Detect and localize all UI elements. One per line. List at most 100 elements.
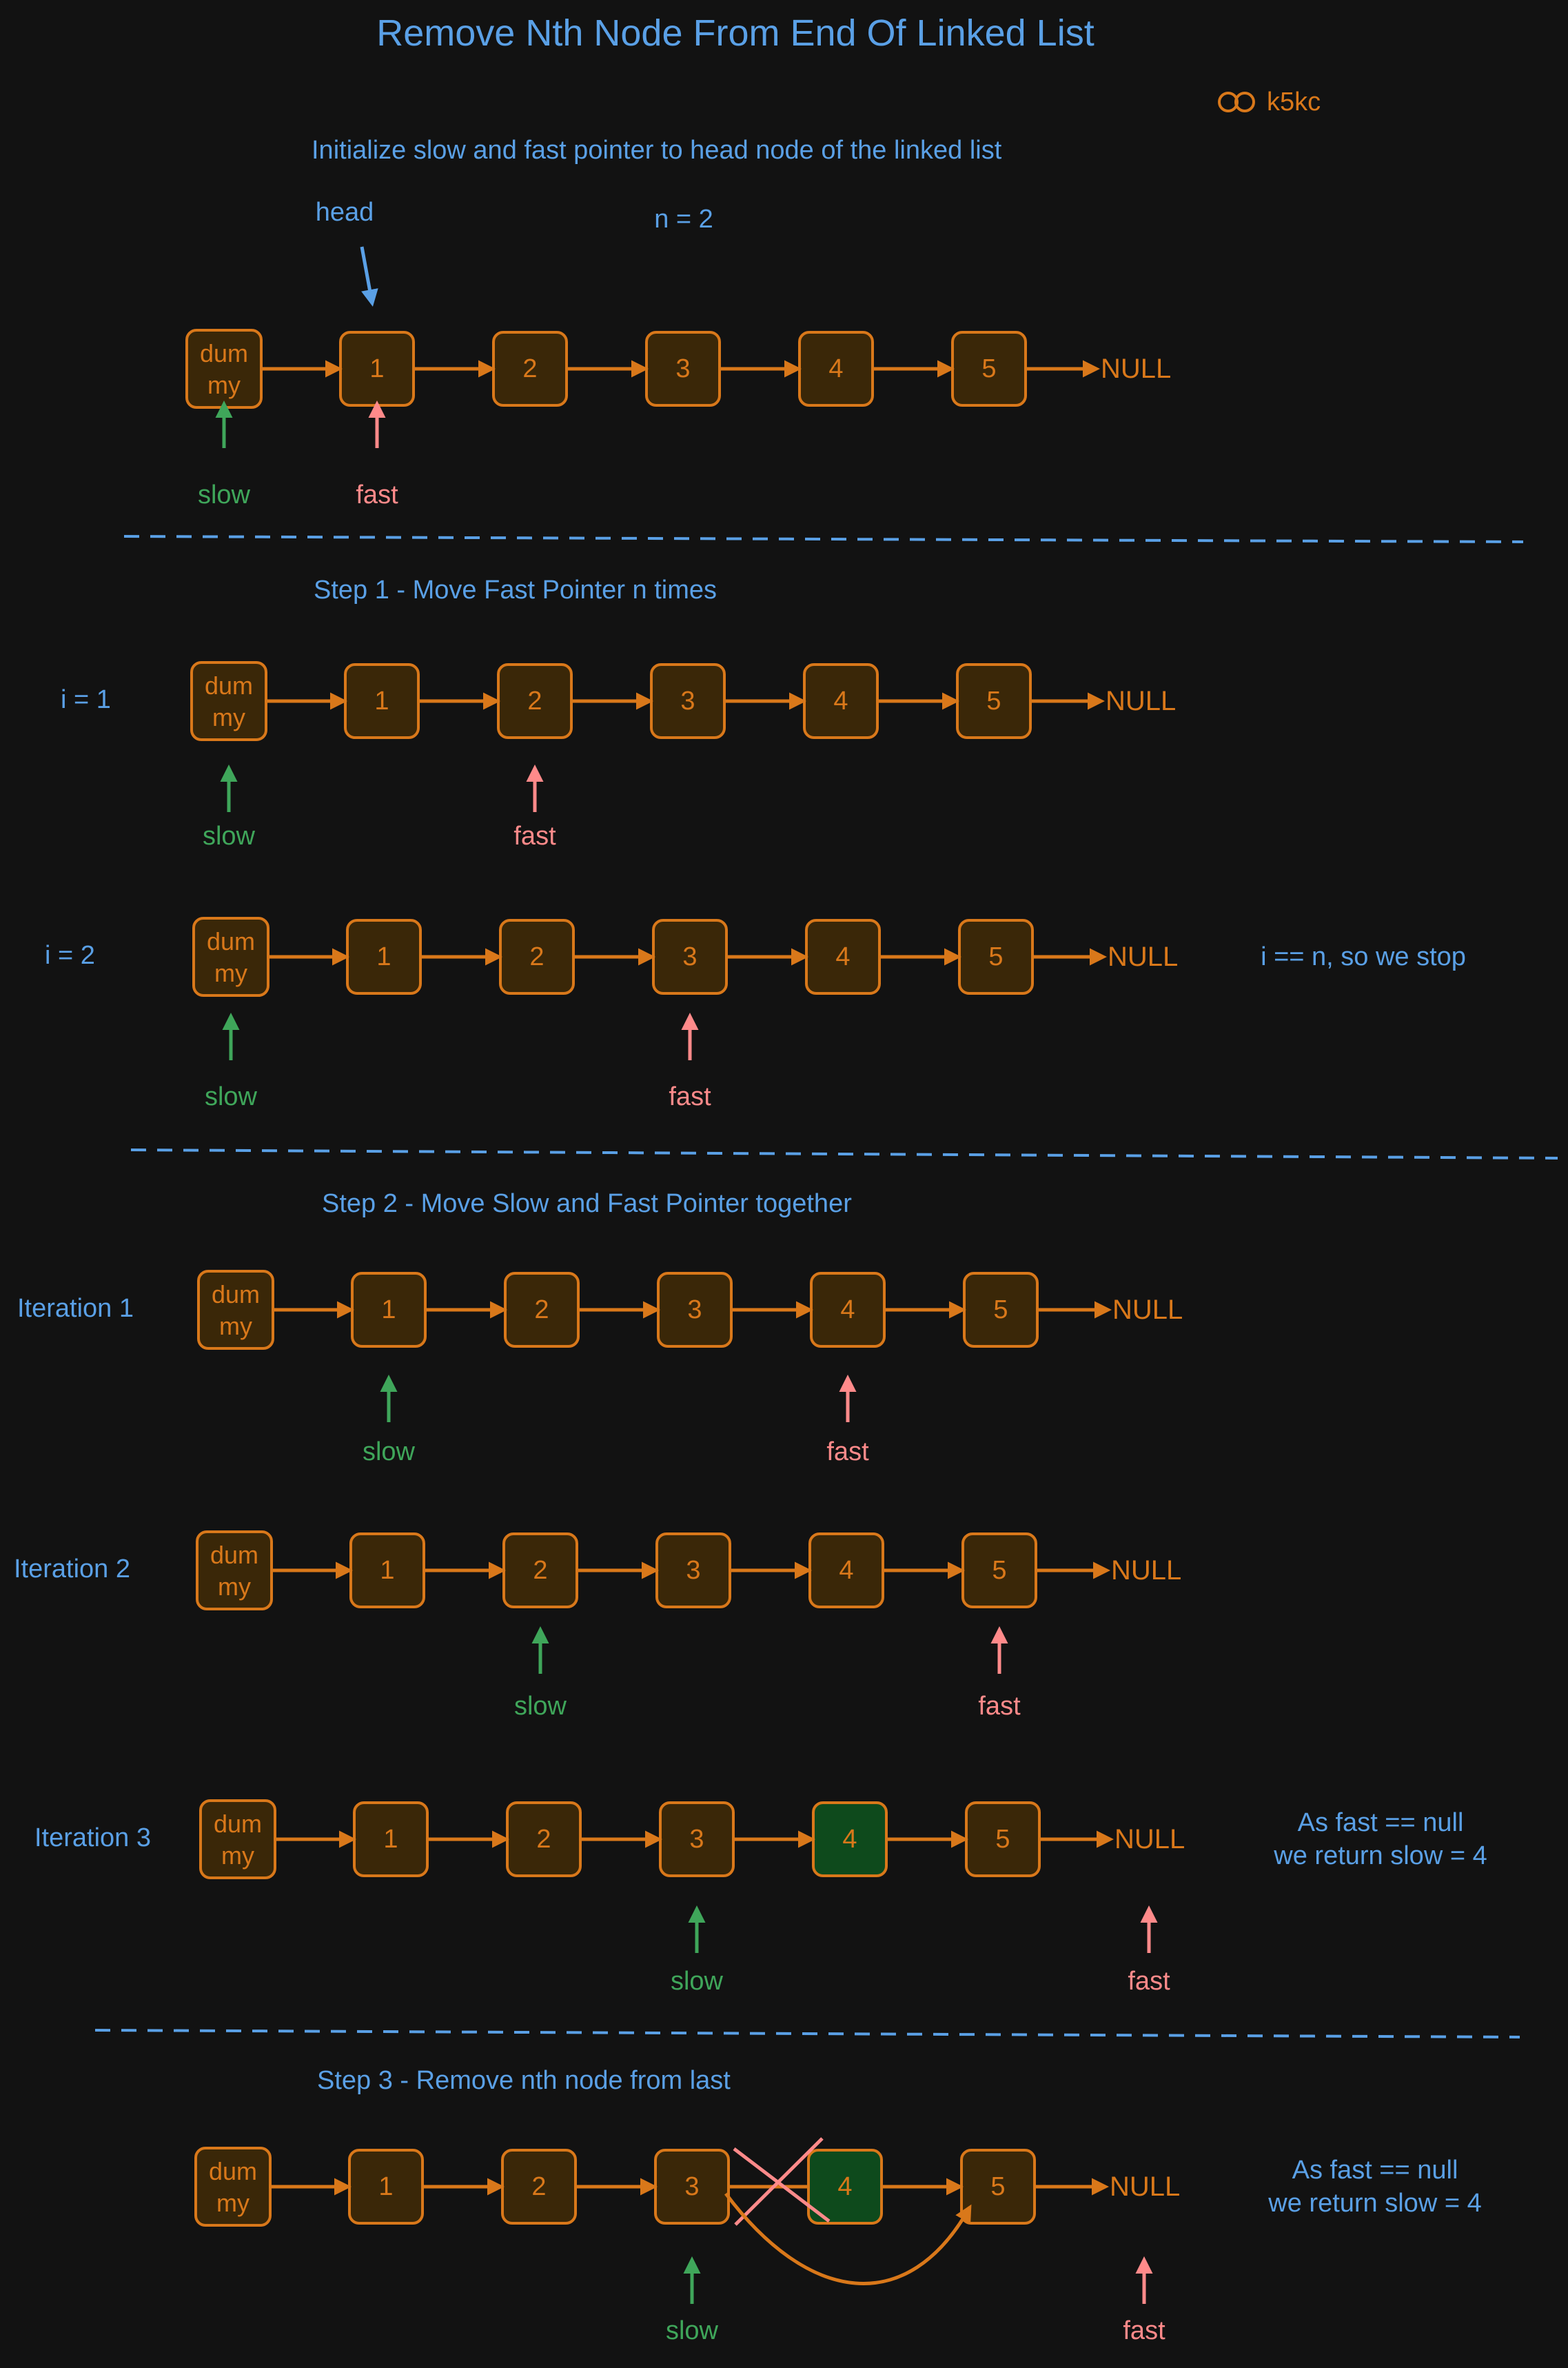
dummy-label-bottom: my [216, 2189, 250, 2217]
step3-heading: Step 3 - Remove nth node from last [317, 2066, 731, 2095]
row-label: Iteration 1 [17, 1294, 134, 1323]
brand: k5kc [1218, 88, 1321, 117]
null-terminator: NULL [1108, 942, 1178, 972]
dummy-label-top: dum [200, 339, 248, 367]
head-arrow [360, 246, 378, 307]
node-value: 1 [383, 1825, 398, 1854]
node-value: 1 [381, 1295, 396, 1324]
dummy-label-bottom: my [219, 1312, 252, 1340]
head-label: head [316, 198, 374, 227]
node-value: 4 [837, 2172, 852, 2201]
node-value: 5 [990, 2172, 1005, 2201]
n-label: n = 2 [654, 205, 713, 234]
null-terminator: NULL [1112, 1295, 1183, 1325]
row-label: Iteration 2 [14, 1555, 130, 1583]
row-note: As fast == null [1298, 1808, 1464, 1837]
node-value: 5 [993, 1295, 1008, 1324]
node-value: 4 [842, 1825, 857, 1854]
cross-mark [733, 2147, 831, 2223]
fast-pointer-label: fast [356, 480, 398, 509]
null-terminator: NULL [1111, 1555, 1181, 1586]
dummy-label-bottom: my [212, 703, 245, 731]
slow-pointer-label: slow [198, 480, 251, 509]
node-value: 5 [988, 942, 1003, 971]
slow-pointer-label: slow [363, 1437, 416, 1466]
row-note: i == n, so we stop [1261, 942, 1466, 971]
node-value: 3 [689, 1825, 704, 1854]
brand-name: k5kc [1267, 88, 1321, 117]
dummy-label-bottom: my [221, 1841, 254, 1870]
diagram-title: Remove Nth Node From End Of Linked List [376, 12, 1094, 54]
divider-3 [94, 2029, 1520, 2038]
dummy-label-top: dum [205, 671, 253, 700]
fast-pointer-label: fast [1128, 1967, 1170, 1996]
divider-2 [130, 1148, 1558, 1160]
step2-heading: Step 2 - Move Slow and Fast Pointer toge… [322, 1189, 852, 1218]
node-value: 2 [531, 2172, 546, 2201]
intro-caption: Initialize slow and fast pointer to head… [312, 136, 1002, 165]
row-label: Iteration 3 [34, 1823, 151, 1852]
fast-pointer-label: fast [1123, 2316, 1165, 2345]
dummy-label-top: dum [214, 1810, 262, 1838]
node-value: 2 [529, 942, 544, 971]
node-value: 4 [835, 942, 850, 971]
dummy-label-top: dum [210, 1541, 258, 1569]
node-value: 4 [839, 1556, 853, 1585]
slow-pointer-label: slow [666, 2316, 719, 2345]
dummy-label-bottom: my [214, 959, 247, 987]
row-note: we return slow = 4 [1267, 2189, 1481, 2218]
node-value: 3 [680, 687, 695, 716]
slow-pointer-label: slow [203, 822, 256, 851]
row-step3: dum my 1 2 3 4 5 NULL slow fast As fast == null we … [194, 2137, 1482, 2345]
null-terminator: NULL [1101, 354, 1171, 384]
fast-pointer-label: fast [826, 1437, 869, 1466]
row-init: dum my 1 2 3 4 5 NULL slow fast [185, 329, 1171, 509]
null-terminator: NULL [1106, 686, 1176, 716]
dummy-label-bottom: my [207, 371, 241, 399]
node-value: 3 [686, 1556, 700, 1585]
node-value: 3 [684, 2172, 699, 2201]
null-terminator: NULL [1114, 1824, 1185, 1854]
node-value: 3 [687, 1295, 702, 1324]
row-step2-it2: dum my 1 2 3 4 5 NULL slow fast Iteration 2 [14, 1530, 1181, 1721]
node-value: 5 [992, 1556, 1006, 1585]
step1-heading: Step 1 - Move Fast Pointer n times [314, 576, 717, 605]
bypass-link [724, 2192, 972, 2285]
brand-logo-icon [1218, 92, 1255, 112]
null-terminator: NULL [1110, 2172, 1180, 2202]
fast-pointer-label: fast [669, 1082, 711, 1111]
node-value: 4 [840, 1295, 855, 1324]
node-value: 1 [378, 2172, 393, 2201]
row-label: i = 1 [61, 685, 111, 714]
node-value: 2 [536, 1825, 551, 1854]
node-value: 1 [374, 687, 389, 716]
row-label: i = 2 [45, 941, 95, 970]
dummy-label-top: dum [207, 927, 255, 955]
dummy-label-bottom: my [218, 1572, 251, 1601]
slow-pointer-label: slow [205, 1082, 258, 1111]
node-value: 4 [828, 354, 843, 383]
node-value: 2 [534, 1295, 549, 1324]
node-value: 1 [380, 1556, 394, 1585]
node-value: 4 [833, 687, 848, 716]
node-value: 3 [675, 354, 690, 383]
node-value: 5 [981, 354, 996, 383]
node-value: 1 [369, 354, 384, 383]
row-note: As fast == null [1292, 2156, 1458, 2185]
node-value: 5 [995, 1825, 1010, 1854]
row-step1-i2: dum my 1 2 3 4 5 NULL slow fast i = 2 i == n, so we… [45, 917, 1466, 1111]
divider-1 [123, 535, 1524, 543]
dummy-label-top: dum [209, 2157, 257, 2185]
node-value: 5 [986, 687, 1001, 716]
node-value: 2 [533, 1556, 547, 1585]
node-value: 2 [527, 687, 542, 716]
node-value: 3 [682, 942, 697, 971]
node-value: 1 [376, 942, 391, 971]
slow-pointer-label: slow [514, 1692, 567, 1721]
row-note: we return slow = 4 [1273, 1841, 1487, 1870]
fast-pointer-label: fast [978, 1692, 1021, 1721]
node-value: 2 [522, 354, 537, 383]
